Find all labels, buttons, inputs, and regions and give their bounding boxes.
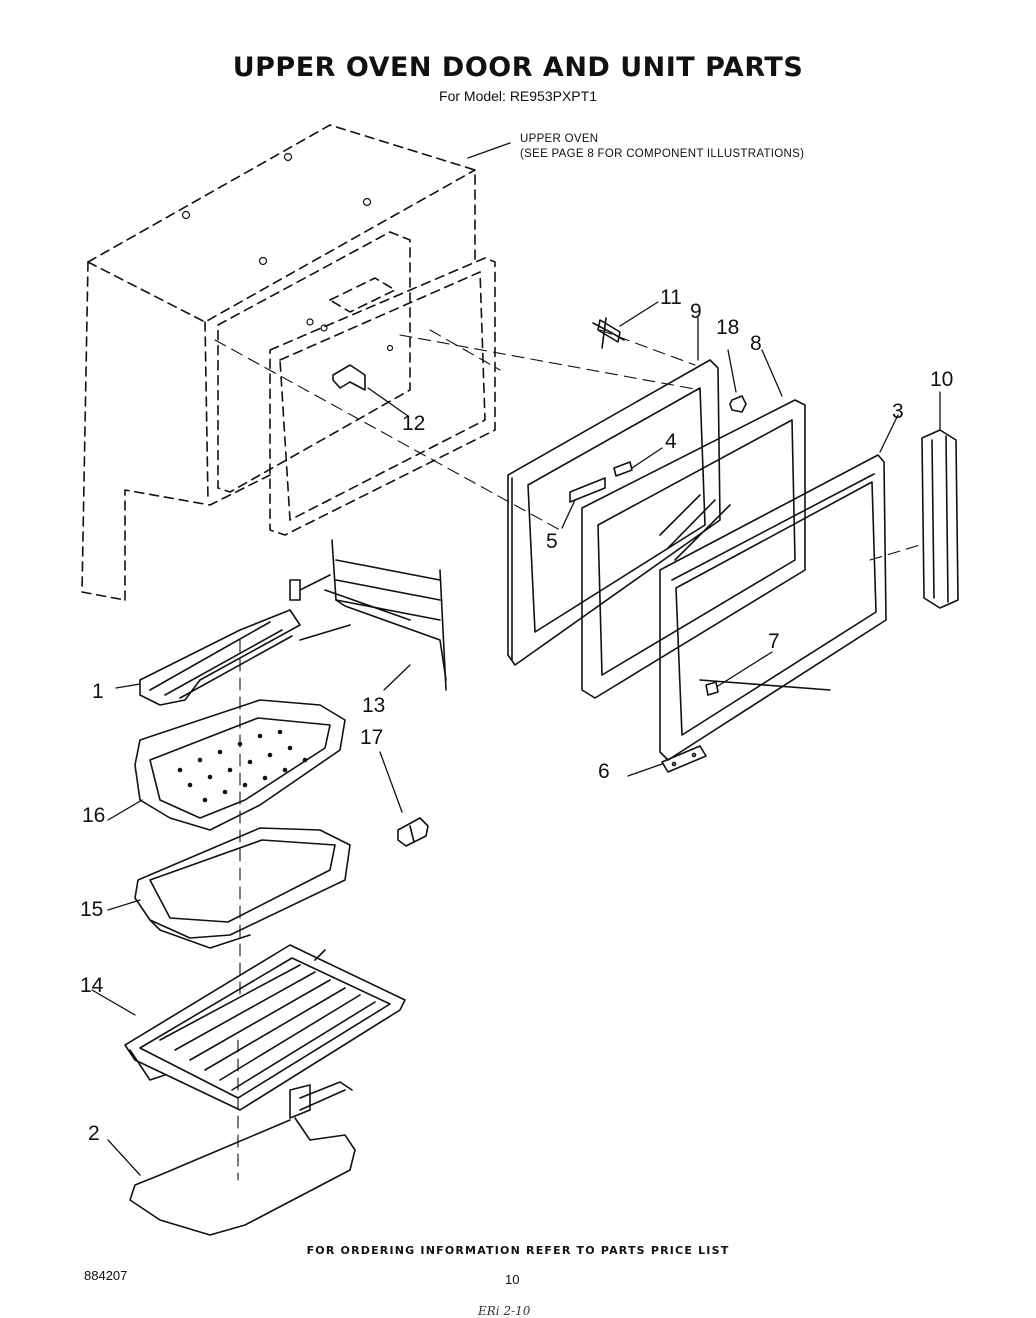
ordering-footer: FOR ORDERING INFORMATION REFER TO PARTS … xyxy=(306,1244,730,1257)
callout-1: 1 xyxy=(92,680,104,703)
broiler-grid-holes xyxy=(177,729,308,803)
page-number: 10 xyxy=(505,1272,520,1287)
part-4-clip xyxy=(613,461,633,477)
callout-6: 6 xyxy=(598,760,610,783)
callout-13: 13 xyxy=(362,694,385,717)
part-14-oven-rack xyxy=(124,944,406,1111)
callout-3: 3 xyxy=(892,400,904,423)
callout-7: 7 xyxy=(768,630,780,653)
note-line-2: (SEE PAGE 8 FOR COMPONENT ILLUSTRATIONS) xyxy=(520,148,805,160)
part-8-glass-panel xyxy=(581,399,806,699)
part-7-fastener xyxy=(705,681,719,696)
part-1-broil-element xyxy=(139,574,351,706)
projection-lines xyxy=(214,329,921,1181)
part-12-bracket xyxy=(332,364,366,391)
upper-oven-note: UPPER OVEN (SEE PAGE 8 FOR COMPONENT ILL… xyxy=(520,132,804,162)
part-10-handle xyxy=(921,429,959,609)
page-title: UPPER OVEN DOOR AND UNIT PARTS xyxy=(232,52,804,83)
callout-labels: 1 2 3 4 5 6 7 8 9 10 11 12 13 14 15 16 1… xyxy=(80,286,953,1145)
part-11-screw xyxy=(592,317,625,349)
callout-12: 12 xyxy=(402,412,425,435)
callout-2: 2 xyxy=(88,1122,100,1145)
part-2-bake-element xyxy=(129,1081,356,1236)
upper-oven-cavity xyxy=(81,124,496,601)
part-15-broiler-pan xyxy=(134,827,351,949)
part-16-broiler-grid xyxy=(134,699,346,831)
callout-14: 14 xyxy=(80,974,104,997)
part-17-knob xyxy=(397,817,429,847)
callout-18: 18 xyxy=(716,316,739,339)
part-5-bracket xyxy=(569,477,606,503)
part-13-rack-support xyxy=(324,539,447,691)
part-18-nut xyxy=(729,395,747,413)
callout-16: 16 xyxy=(82,804,105,827)
cavity-screw-marks xyxy=(181,152,394,352)
callout-8: 8 xyxy=(750,332,762,355)
callout-11: 11 xyxy=(660,286,682,309)
handwritten-mark: ERi 2-10 xyxy=(478,1304,531,1318)
callout-10: 10 xyxy=(930,368,953,391)
model-subtitle: For Model: RE953PXPT1 xyxy=(439,88,597,104)
callout-17: 17 xyxy=(360,726,383,749)
part-9-inner-panel xyxy=(507,359,721,666)
callout-4: 4 xyxy=(665,430,677,453)
callout-15: 15 xyxy=(80,898,103,921)
note-line-1: UPPER OVEN xyxy=(520,133,599,145)
callout-leaders xyxy=(91,142,941,1176)
callout-9: 9 xyxy=(690,300,702,323)
part-6-hinge xyxy=(661,745,707,773)
part-3-outer-frame xyxy=(659,454,887,761)
document-number: 884207 xyxy=(84,1268,128,1283)
callout-5: 5 xyxy=(546,530,558,553)
